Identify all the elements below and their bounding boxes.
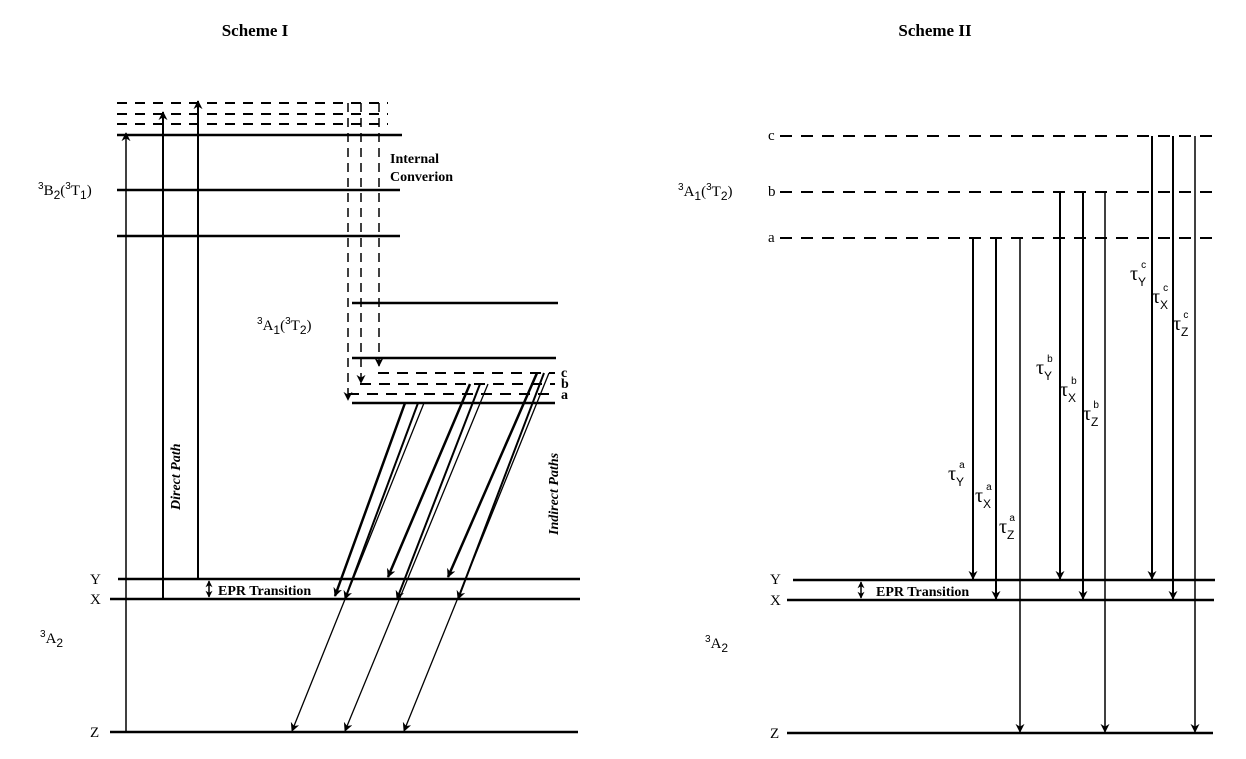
scheme2-a2-state-label: 3A2: [705, 634, 728, 655]
scheme-2: Scheme II c b a 3A1(3T2) Y X Z 3A2 EPR T…: [678, 21, 1215, 742]
scheme2-sublevel-x-label: X: [770, 593, 781, 609]
indirect-arrow-to-z: [290, 402, 425, 732]
rate-label-x-a: τXa: [975, 482, 992, 511]
scheme-1: Scheme I 3B2(3T1) Internal Converion: [38, 21, 580, 741]
indirect-arrow-to-x: [343, 402, 419, 600]
level-b-label: b: [768, 184, 776, 200]
scheme2-sublevel-z-label: Z: [770, 726, 779, 742]
internal-conversion-label-1: Internal: [390, 152, 439, 167]
scheme-1-title: Scheme I: [222, 21, 289, 40]
direct-path-label: Direct Path: [169, 443, 184, 511]
rate-label-y-b: τYb: [1036, 354, 1053, 383]
level-c-label: c: [768, 128, 775, 144]
rate-label-z-a: τZa: [999, 513, 1015, 542]
indirect-arrow-to-y: [446, 372, 539, 578]
scheme2-dashed-levels: [780, 135, 1215, 239]
indirect-arrow-to-z: [402, 372, 550, 732]
rate-label-x-b: τXb: [1060, 376, 1077, 405]
sublevel-a-label: a: [561, 388, 568, 403]
sublevel-x-label: X: [90, 592, 101, 608]
sublevel-b-label: b: [561, 377, 569, 392]
epr-transition-label: EPR Transition: [218, 584, 311, 599]
b2-levels: [117, 133, 402, 238]
a1-sublevels-dashed: [348, 372, 555, 395]
decay-arrows: [968, 136, 1200, 733]
a1-state-label: 3A1(3T2): [257, 316, 312, 337]
scheme2-epr-transition-label: EPR Transition: [876, 585, 969, 600]
internal-conversion-label-2: Converion: [390, 170, 453, 185]
rate-label-y-c: τYc: [1130, 260, 1146, 289]
a1-levels: [352, 301, 558, 405]
rate-label-y-a: τYa: [948, 460, 965, 489]
sublevel-y-label: Y: [90, 572, 101, 588]
scheme2-ground-sublevels: [787, 578, 1215, 735]
sublevel-c-label: c: [561, 366, 567, 381]
sublevel-z-label: Z: [90, 725, 99, 741]
level-a-label: a: [768, 230, 775, 246]
rate-labels: τYa τXa τZa τYb τXb τZb τYc τXc τZc: [948, 260, 1188, 542]
indirect-arrow-to-y: [333, 402, 407, 597]
scheme2-a1-state-label: 3A1(3T2): [678, 182, 733, 203]
indirect-paths-label: Indirect Paths: [547, 452, 562, 536]
rate-label-z-b: τZb: [1083, 400, 1099, 429]
a2-sublevels: [110, 577, 580, 734]
indirect-path-arrows: [290, 372, 550, 732]
indirect-arrow-to-y: [386, 383, 472, 578]
rate-label-z-c: τZc: [1173, 310, 1188, 339]
a2-state-label: 3A2: [40, 629, 63, 650]
rate-label-x-c: τXc: [1152, 283, 1168, 312]
indirect-arrow-to-z: [343, 383, 489, 732]
scheme-2-title: Scheme II: [898, 21, 972, 40]
scheme2-sublevel-y-label: Y: [770, 572, 781, 588]
direct-path-arrows: [121, 100, 203, 732]
internal-conversion-arrows: [343, 103, 384, 401]
b2-state-label: 3B2(3T1): [38, 181, 92, 202]
indirect-arrow-to-x: [395, 383, 481, 600]
